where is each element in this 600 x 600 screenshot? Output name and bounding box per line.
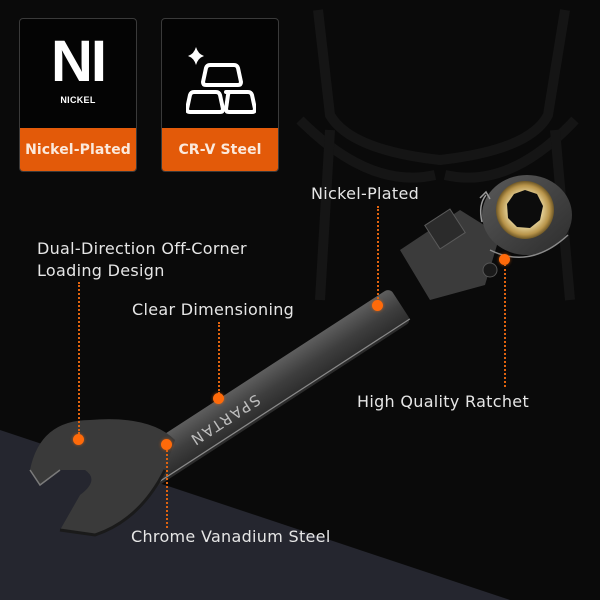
callout-nickel-plated: Nickel-Plated xyxy=(311,184,420,203)
callout-dot-nickel-plated xyxy=(372,300,383,311)
badge-label: Nickel-Plated xyxy=(20,128,136,171)
element-name: NICKEL xyxy=(60,95,96,105)
leader-line-nickel-plated xyxy=(377,206,379,302)
leader-line-clear-dimensioning xyxy=(218,322,220,394)
element-symbol: NI xyxy=(51,29,107,94)
leader-line-ratchet xyxy=(504,264,506,387)
callout-dual-direction: Dual-Direction Off-Corner Loading Design xyxy=(37,238,247,282)
callout-dual-direction-line2: Loading Design xyxy=(37,261,165,280)
callout-clear-dimensioning: Clear Dimensioning xyxy=(132,300,295,319)
callout-dual-direction-line1: Dual-Direction Off-Corner xyxy=(37,239,247,258)
nickel-element-icon: NI NICKEL xyxy=(20,19,136,130)
leader-line-dual-direction xyxy=(78,282,80,434)
callout-dot-dual-direction xyxy=(73,434,84,445)
callout-dot-chrome-vanadium xyxy=(161,439,172,450)
wrench-open-end xyxy=(29,419,175,537)
callout-dot-ratchet xyxy=(499,254,510,265)
helmet-silhouette-icon xyxy=(296,9,579,301)
badge-label: CR-V Steel xyxy=(162,128,278,171)
callout-dot-clear-dimensioning xyxy=(213,393,224,404)
wrench-ratchet-head xyxy=(400,175,572,300)
callout-high-quality-ratchet: High Quality Ratchet xyxy=(357,392,530,411)
gold-bars-sparkle-icon xyxy=(186,47,256,114)
callout-chrome-vanadium: Chrome Vanadium Steel xyxy=(131,527,331,546)
leader-line-chrome-vanadium xyxy=(166,450,168,528)
crv-steel-badge: CR-V Steel xyxy=(161,18,279,172)
nickel-plated-badge: NI NICKEL Nickel-Plated xyxy=(19,18,137,172)
